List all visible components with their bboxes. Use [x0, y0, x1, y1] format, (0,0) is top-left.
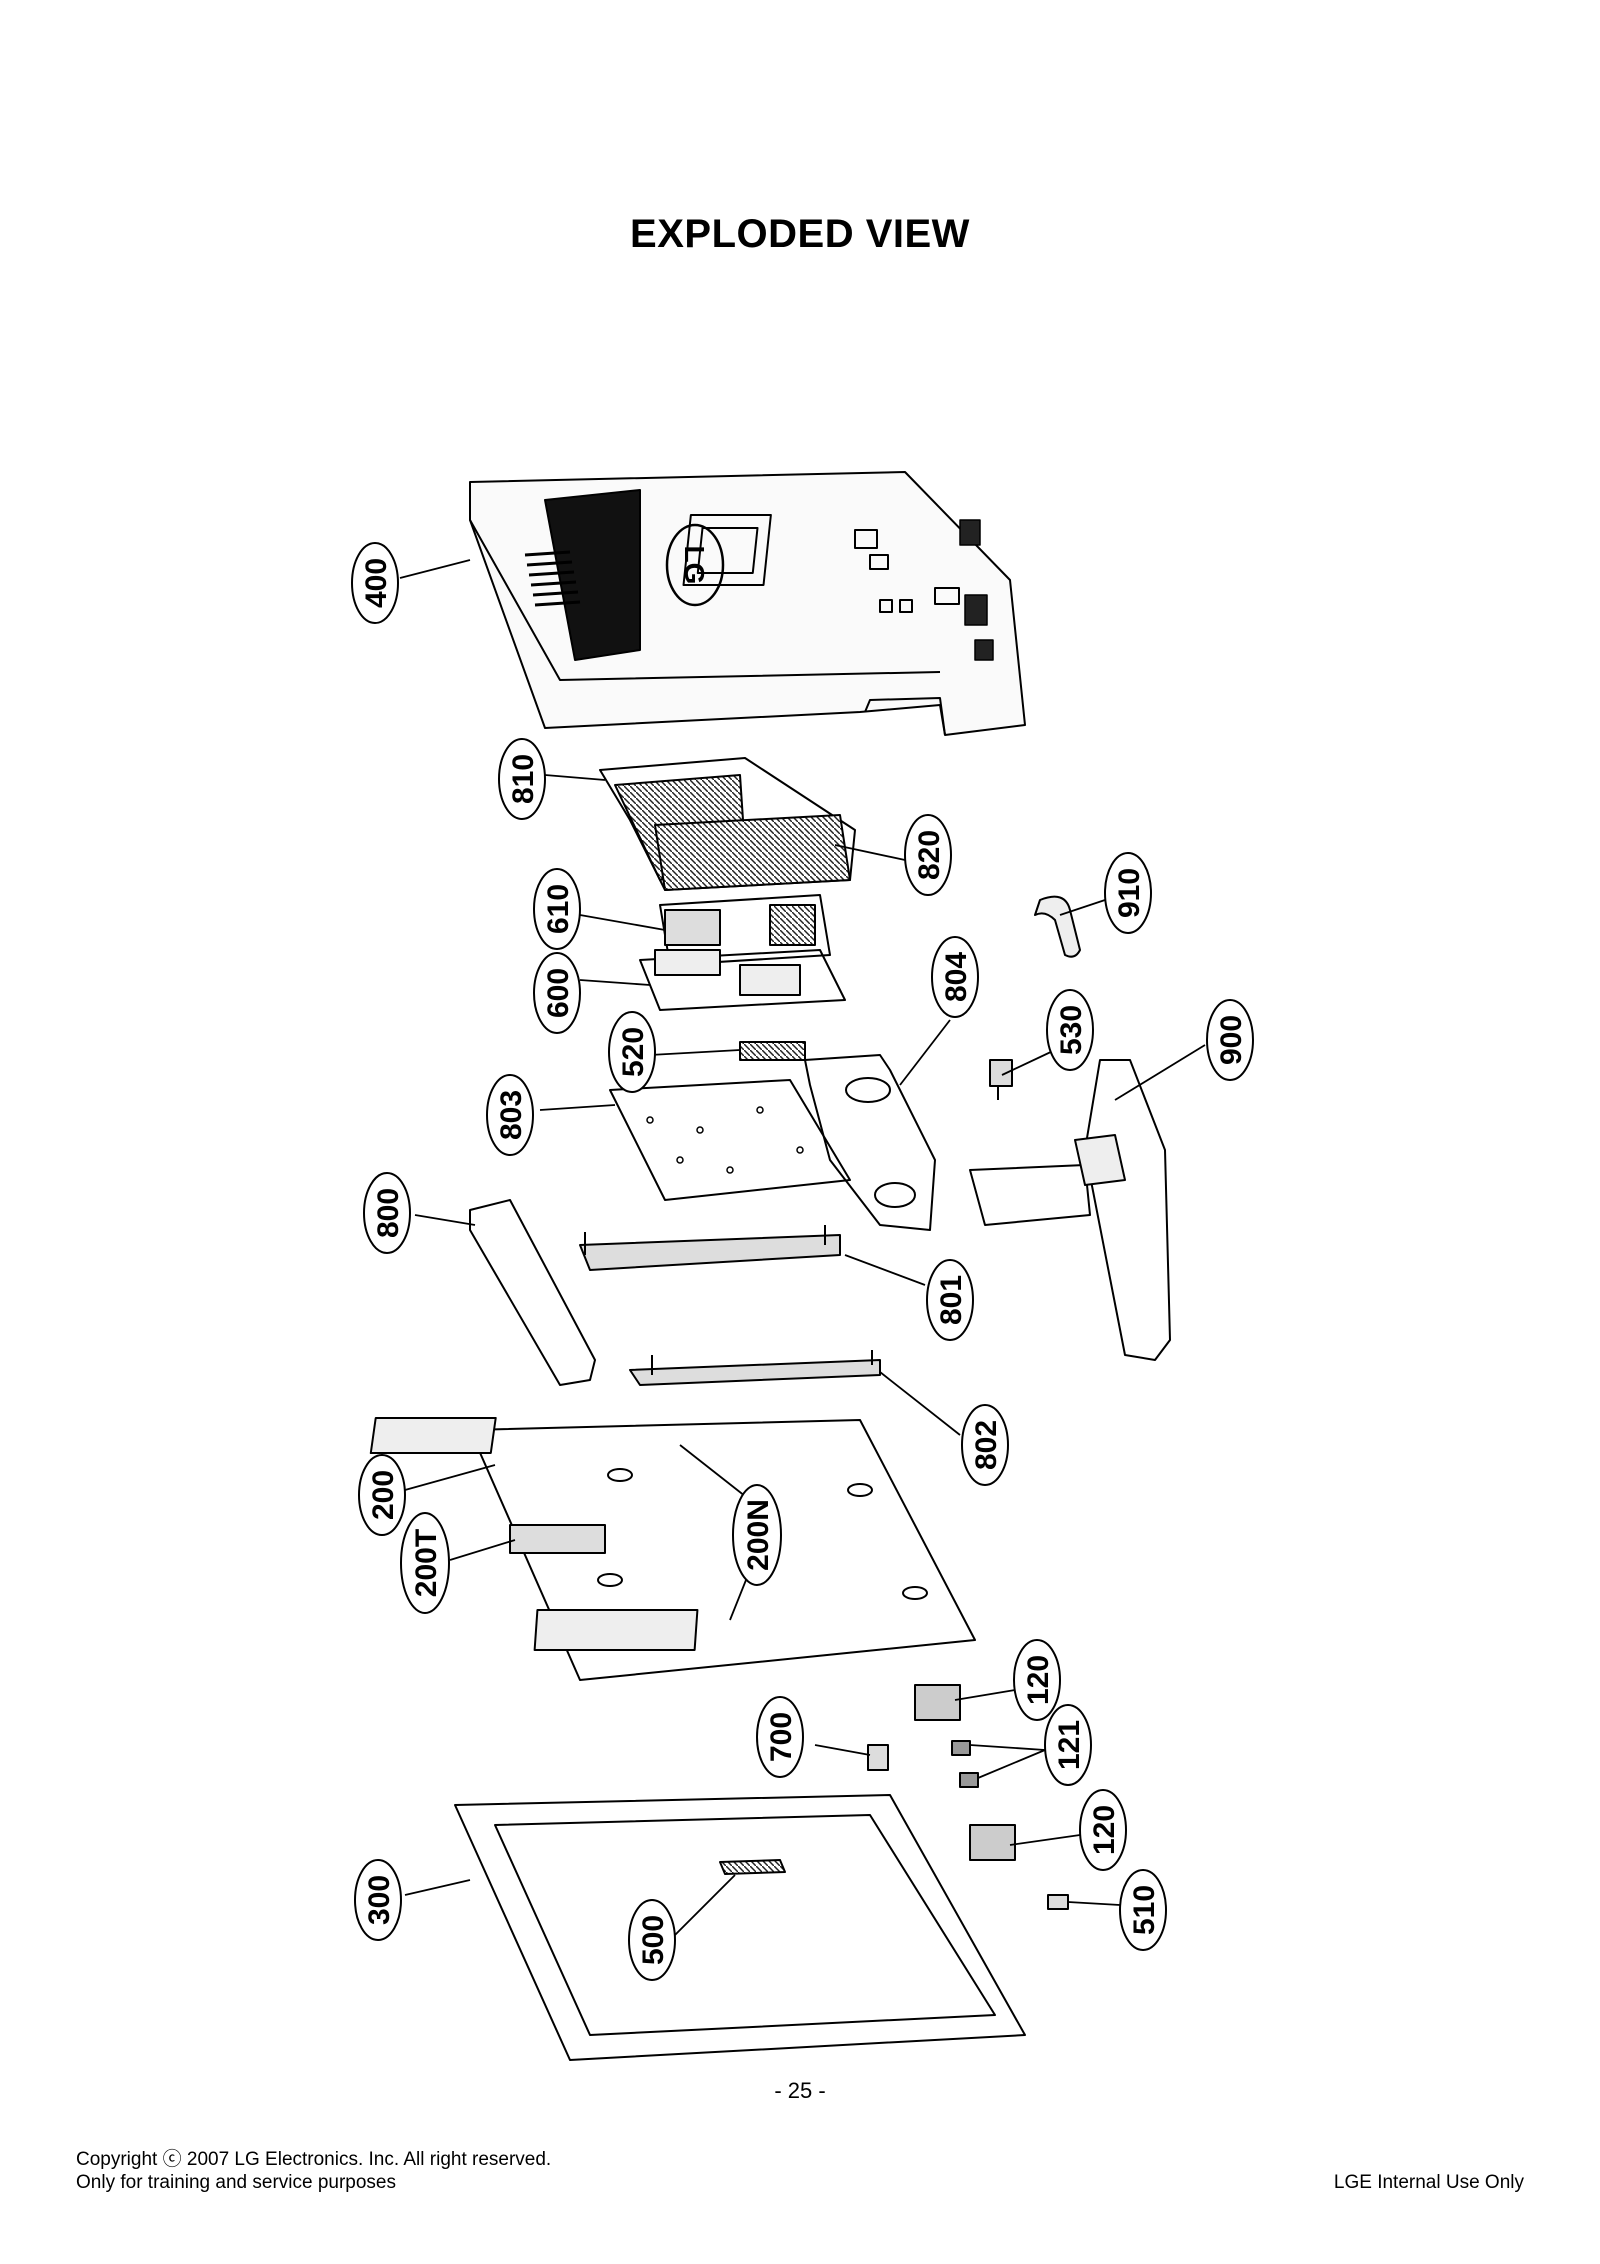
part-120-speaker-bottom	[969, 1824, 1016, 1861]
lg-logo-text: LG	[679, 546, 710, 585]
callout-910-label: 910	[1113, 868, 1146, 918]
footer-left: Copyright ⓒ 2007 LG Electronics. Inc. Al…	[76, 2148, 551, 2194]
callout-800: 800	[363, 1172, 411, 1254]
callout-520: 520	[608, 1011, 656, 1093]
part-200-panel	[369, 1417, 976, 1681]
callout-400-label: 400	[360, 558, 393, 608]
part-801-rail	[579, 1225, 841, 1271]
side-ports	[959, 519, 994, 661]
callout-802: 802	[961, 1404, 1009, 1486]
callout-801-label: 801	[935, 1275, 968, 1325]
callout-610: 610	[533, 868, 581, 950]
callout-820: 820	[904, 814, 952, 896]
callout-530-label: 530	[1055, 1005, 1088, 1055]
callout-910: 910	[1104, 852, 1152, 934]
callout-300: 300	[354, 1859, 402, 1941]
callout-200: 200	[358, 1454, 406, 1536]
callout-610-label: 610	[542, 884, 575, 934]
callout-500: 500	[628, 1899, 676, 1981]
callout-200N-label: 200N	[742, 1499, 775, 1571]
part-900-stand	[969, 1059, 1171, 1361]
part-610-board	[659, 894, 831, 966]
callout-500-label: 500	[637, 1915, 670, 1965]
callout-600: 600	[533, 952, 581, 1034]
vent-slots	[524, 550, 581, 607]
internal-use-text: LGE Internal Use Only	[1333, 2172, 1524, 2193]
purpose-text: Only for training and service purposes	[76, 2172, 396, 2193]
callout-900-label: 900	[1215, 1015, 1248, 1065]
callout-600-label: 600	[542, 968, 575, 1018]
callout-800-label: 800	[372, 1188, 405, 1238]
callout-200-label: 200	[367, 1470, 400, 1520]
part-802-rail	[629, 1350, 881, 1386]
part-300-front-bezel	[454, 1794, 1026, 2061]
callout-120-top: 120	[1013, 1639, 1061, 1721]
callout-900: 900	[1206, 999, 1254, 1081]
callout-810-label: 810	[507, 754, 540, 804]
callout-810: 810	[498, 738, 546, 820]
part-121-clips	[951, 1740, 979, 1788]
callout-700-label: 700	[765, 1712, 798, 1762]
callout-803: 803	[486, 1074, 534, 1156]
callout-121-label: 121	[1053, 1720, 1086, 1770]
lg-logo-icon	[665, 523, 725, 607]
callouts: 400 810 820 910 610 600 804 520 530 900 …	[351, 542, 1254, 1981]
page-number: - 25 -	[774, 2078, 826, 2103]
callout-200T-label: 200T	[410, 1529, 443, 1597]
leader-lines	[399, 559, 1206, 1936]
callout-802-label: 802	[970, 1420, 1003, 1470]
callout-300-label: 300	[363, 1875, 396, 1925]
callout-804-label: 804	[940, 952, 973, 1002]
callout-200T: 200T	[400, 1512, 450, 1614]
part-804-stand-bracket	[804, 1054, 936, 1231]
part-600-board	[639, 949, 846, 1011]
callout-121: 121	[1044, 1704, 1092, 1786]
callout-520-label: 520	[617, 1027, 650, 1077]
callout-510: 510	[1119, 1869, 1167, 1951]
callout-820-label: 820	[913, 830, 946, 880]
part-803-chassis	[609, 1079, 851, 1201]
callout-700: 700	[756, 1696, 804, 1778]
part-120-speaker-top	[914, 1684, 961, 1721]
callout-120-bottom: 120	[1079, 1789, 1127, 1871]
callout-120-top-label: 120	[1022, 1655, 1055, 1705]
callout-120-bottom-label: 120	[1088, 1805, 1121, 1855]
callout-803-label: 803	[495, 1090, 528, 1140]
part-700-button	[867, 1744, 889, 1771]
callout-400: 400	[351, 542, 399, 624]
part-510-sensor	[1047, 1894, 1069, 1910]
copyright-text: Copyright ⓒ 2007 LG Electronics. Inc. Al…	[76, 2149, 552, 2170]
page-title: EXPLODED VIEW	[630, 212, 970, 256]
callout-200N: 200N	[732, 1484, 782, 1586]
part-400-back-cover: LG	[469, 471, 1026, 736]
part-520-bracket	[739, 1041, 806, 1061]
part-810-820-shield	[599, 757, 856, 891]
callout-804: 804	[931, 936, 979, 1018]
part-530-connector	[989, 1059, 1013, 1100]
callout-510-label: 510	[1128, 1885, 1161, 1935]
callout-530: 530	[1046, 989, 1094, 1071]
callout-801: 801	[926, 1259, 974, 1341]
part-800-bracket	[469, 1199, 596, 1386]
part-910-clip	[1034, 895, 1081, 958]
